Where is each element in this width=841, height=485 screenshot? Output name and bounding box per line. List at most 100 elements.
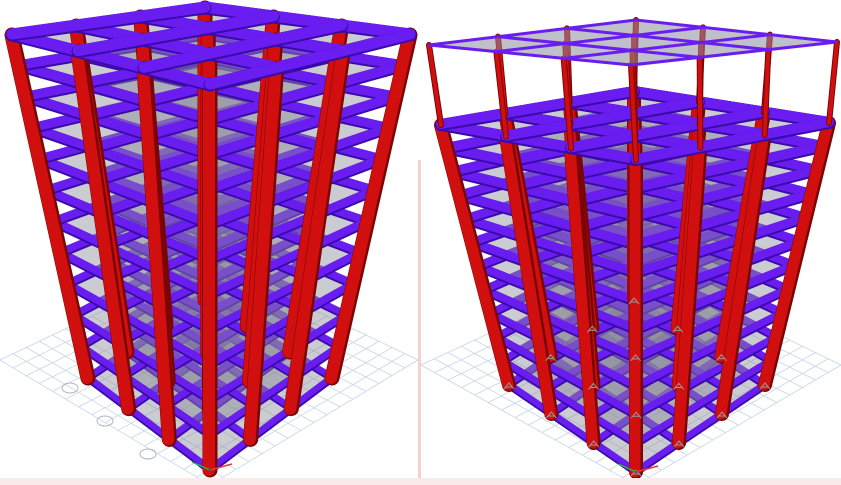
column bbox=[629, 63, 638, 162]
column bbox=[434, 119, 514, 391]
support bbox=[673, 440, 685, 448]
beam bbox=[206, 311, 350, 403]
support bbox=[672, 325, 684, 333]
column bbox=[564, 142, 599, 449]
beam bbox=[480, 285, 640, 362]
view-divider bbox=[418, 160, 421, 485]
beam bbox=[631, 212, 810, 277]
beam bbox=[633, 381, 768, 474]
structure-3d-viewport-right[interactable] bbox=[421, 0, 841, 485]
beam bbox=[589, 324, 725, 416]
axis-y bbox=[191, 461, 211, 471]
beam bbox=[630, 40, 838, 67]
beam bbox=[566, 26, 769, 52]
support bbox=[545, 411, 557, 419]
beam bbox=[436, 86, 639, 129]
beam bbox=[631, 165, 823, 221]
column bbox=[284, 45, 349, 415]
beam bbox=[205, 123, 394, 194]
floor-level bbox=[5, 1, 417, 92]
beam bbox=[632, 284, 793, 362]
beam bbox=[574, 196, 753, 259]
support bbox=[586, 325, 598, 333]
beam bbox=[28, 123, 215, 194]
beam bbox=[100, 198, 267, 274]
beam bbox=[35, 154, 215, 229]
structure-3d-viewport-left[interactable] bbox=[0, 0, 418, 485]
beam bbox=[77, 342, 214, 438]
beam bbox=[42, 185, 215, 264]
beam bbox=[632, 357, 774, 446]
column bbox=[697, 55, 703, 150]
beam bbox=[158, 258, 308, 341]
beam bbox=[205, 91, 401, 159]
support bbox=[715, 353, 727, 361]
support bbox=[503, 382, 515, 390]
support bbox=[628, 297, 640, 305]
beam bbox=[205, 60, 408, 124]
beam bbox=[500, 108, 706, 152]
support bbox=[759, 382, 771, 390]
beam bbox=[442, 142, 641, 193]
support bbox=[630, 469, 642, 477]
beam bbox=[70, 311, 214, 403]
beam bbox=[631, 140, 829, 193]
beam bbox=[632, 260, 799, 334]
beam bbox=[496, 25, 704, 54]
beam bbox=[21, 91, 215, 159]
beam bbox=[632, 308, 787, 390]
beam bbox=[506, 296, 637, 387]
grid-bubble bbox=[96, 415, 114, 427]
beam bbox=[635, 18, 838, 44]
beam bbox=[563, 33, 771, 60]
column bbox=[243, 62, 282, 446]
column bbox=[827, 40, 839, 125]
support bbox=[630, 411, 642, 419]
beam bbox=[151, 169, 323, 241]
grid-line bbox=[209, 359, 418, 485]
grid-line bbox=[635, 364, 841, 485]
beam bbox=[85, 374, 213, 472]
beam bbox=[6, 1, 211, 40]
axis-x bbox=[209, 463, 233, 471]
support bbox=[673, 382, 685, 390]
beam bbox=[436, 119, 641, 164]
status-strip bbox=[0, 478, 841, 485]
beam bbox=[632, 333, 780, 418]
grid-bubble bbox=[139, 448, 157, 460]
beam bbox=[206, 217, 372, 298]
beam bbox=[506, 381, 639, 474]
model-view-left[interactable] bbox=[0, 0, 418, 485]
column bbox=[715, 129, 770, 420]
beam bbox=[205, 154, 386, 229]
beam bbox=[206, 342, 343, 438]
beam bbox=[566, 106, 769, 153]
beam bbox=[114, 288, 259, 375]
beam bbox=[467, 238, 641, 305]
beam bbox=[199, 1, 416, 40]
support-icon bbox=[503, 297, 771, 477]
axis-origin bbox=[208, 468, 212, 472]
column bbox=[762, 47, 771, 138]
beam bbox=[513, 174, 699, 232]
beam bbox=[204, 28, 416, 90]
support bbox=[630, 354, 641, 362]
beam bbox=[156, 228, 313, 308]
beam bbox=[631, 117, 834, 164]
axis-x bbox=[635, 465, 659, 473]
beam bbox=[501, 96, 704, 141]
column bbox=[561, 56, 573, 151]
beam bbox=[631, 237, 804, 305]
beam bbox=[138, 19, 348, 73]
beam bbox=[206, 248, 365, 333]
beam bbox=[49, 217, 214, 298]
beam bbox=[63, 279, 214, 368]
beam bbox=[572, 173, 757, 233]
beam bbox=[428, 18, 637, 47]
beam bbox=[461, 214, 641, 277]
model-view-right[interactable] bbox=[421, 0, 841, 485]
floor-level bbox=[435, 86, 835, 166]
support bbox=[716, 411, 728, 419]
axis-triad-icon bbox=[191, 461, 233, 472]
roof-beams bbox=[428, 18, 838, 67]
